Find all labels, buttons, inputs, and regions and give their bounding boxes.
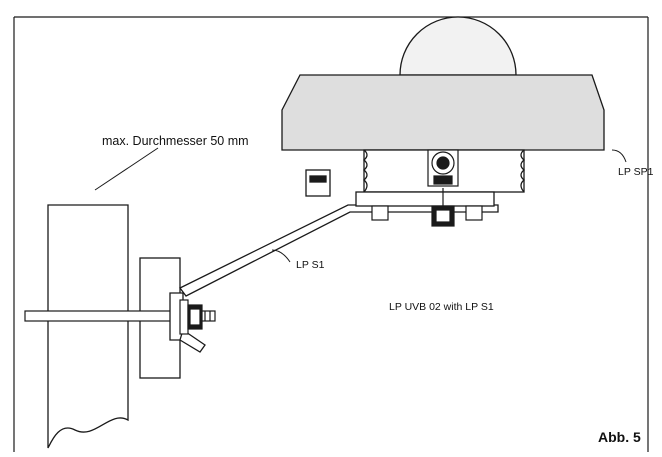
- diameter-label: max. Durchmesser 50 mm: [102, 134, 249, 148]
- sensor-dome: [399, 16, 517, 76]
- mounting-bolts: [371, 188, 483, 227]
- clamp-nut: [179, 299, 203, 335]
- shield-cap: [281, 74, 605, 151]
- leader-lines: [94, 147, 627, 263]
- radiation-shield: [281, 16, 605, 151]
- connector-icon: [427, 149, 459, 187]
- mast: [47, 204, 129, 449]
- shield-label: LP SP1: [618, 166, 654, 178]
- bracket-label: LP S1: [296, 259, 325, 271]
- bracket-arm: [169, 204, 499, 353]
- frame: [13, 16, 649, 452]
- instrument-body: [305, 149, 526, 207]
- caption-label: LP UVB 02 with LP S1: [389, 301, 494, 313]
- figure-number: Abb. 5: [598, 429, 641, 445]
